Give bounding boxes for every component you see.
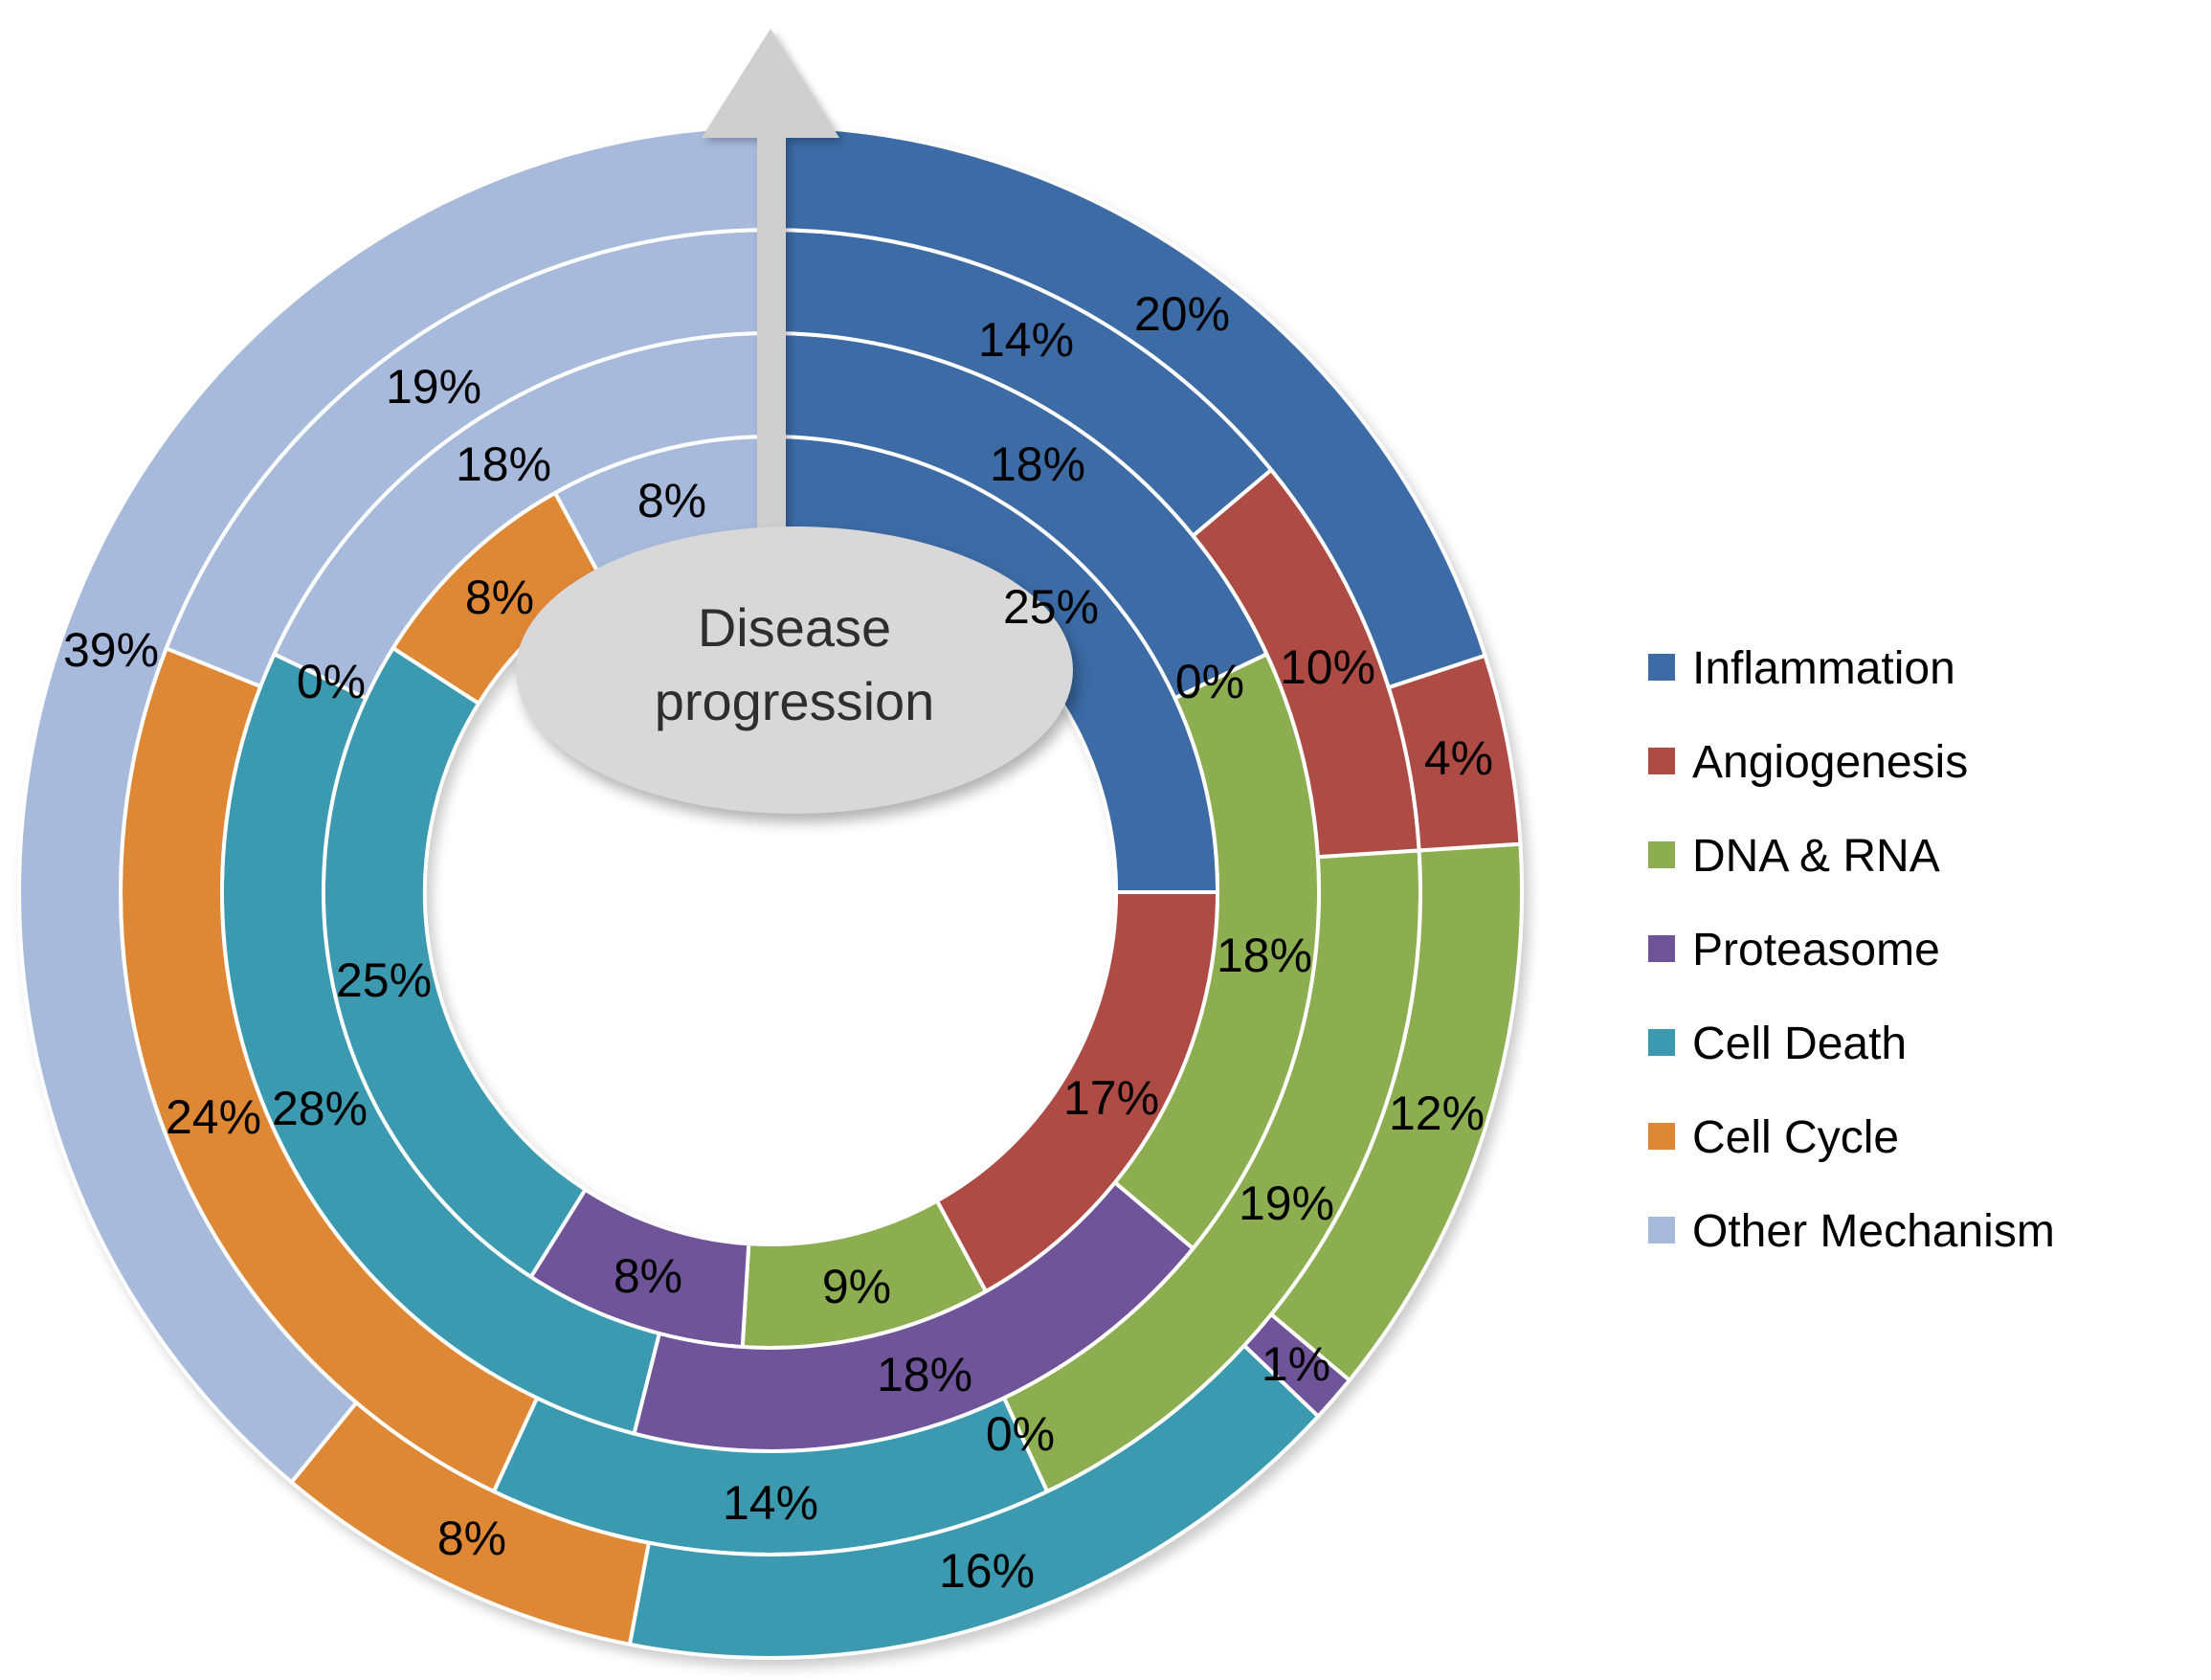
label-ring-3-inflammation: 14% — [978, 313, 1074, 367]
label-ring-2-other-mechanism: 18% — [456, 437, 551, 491]
legend-label-cell-death: Cell Death — [1692, 1019, 1907, 1069]
label-ring-3-cell-death: 14% — [723, 1476, 818, 1530]
center-ellipse — [516, 526, 1073, 814]
legend-label-other-mechanism: Other Mechanism — [1692, 1206, 2055, 1257]
legend-label-angiogenesis: Angiogenesis — [1692, 737, 1968, 788]
label-ring-1-innermost-cell-death: 25% — [336, 953, 432, 1007]
label-ring-4-outermost-angiogenesis: 4% — [1424, 731, 1493, 785]
label-ring-4-outermost-inflammation: 20% — [1134, 287, 1230, 341]
arrow-shaft-icon — [757, 124, 786, 538]
arrow-up-icon — [702, 29, 839, 138]
label-ring-4-outermost-other-mechanism: 39% — [63, 623, 159, 677]
legend-item-cell-death: Cell Death — [1648, 1019, 1907, 1069]
label-ring-1-innermost-dna-rna: 9% — [822, 1260, 891, 1313]
legend-item-cell-cycle: Cell Cycle — [1648, 1112, 1899, 1163]
label-ring-1-innermost-inflammation: 25% — [1003, 580, 1099, 634]
label-ring-2-dna-rna: 18% — [1217, 929, 1312, 982]
legend-item-proteasome: Proteasome — [1648, 925, 1940, 975]
label-ring-3-cell-cycle: 24% — [166, 1090, 261, 1144]
legend-swatch-cell-death-icon — [1648, 1029, 1675, 1056]
legend-swatch-other-mechanism-icon — [1648, 1217, 1675, 1243]
label-ring-3-angiogenesis: 10% — [1280, 640, 1375, 694]
center-label-line-1: Disease — [698, 597, 891, 658]
label-ring-4-outermost-dna-rna: 12% — [1389, 1086, 1485, 1140]
label-ring-2-angiogenesis: 0% — [1175, 655, 1244, 708]
label-ring-2-cell-cycle: 0% — [297, 655, 366, 708]
legend-swatch-proteasome-icon — [1648, 935, 1675, 962]
segment-labels: 25% 17% 9% 8% 25% 8% 8% 18% 0% 18% 18% 28% 0% 18% 14% 1… — [63, 287, 1493, 1598]
label-ring-4-outermost-proteasome: 1% — [1262, 1337, 1330, 1391]
legend-label-cell-cycle: Cell Cycle — [1692, 1112, 1899, 1163]
label-ring-1-innermost-proteasome: 8% — [614, 1249, 682, 1303]
legend-item-angiogenesis: Angiogenesis — [1648, 737, 1968, 788]
legend-swatch-dna-rna-icon — [1648, 841, 1675, 868]
legend-item-other-mechanism: Other Mechanism — [1648, 1206, 2055, 1257]
legend-swatch-angiogenesis-icon — [1648, 748, 1675, 774]
center-label-line-2: progression — [655, 671, 935, 731]
legend-label-proteasome: Proteasome — [1692, 925, 1940, 975]
label-ring-1-innermost-other-mechanism: 8% — [637, 474, 706, 527]
label-ring-3-proteasome: 0% — [986, 1407, 1055, 1461]
legend-swatch-inflammation-icon — [1648, 654, 1675, 681]
label-ring-3-dna-rna: 19% — [1239, 1176, 1334, 1230]
label-ring-2-inflammation: 18% — [990, 437, 1085, 491]
legend-swatch-cell-cycle-icon — [1648, 1123, 1675, 1150]
legend-item-inflammation: Inflammation — [1648, 643, 1955, 694]
disease-progression-arrow — [702, 29, 839, 538]
legend-label-inflammation: Inflammation — [1692, 643, 1955, 694]
label-ring-2-proteasome: 18% — [877, 1348, 972, 1401]
label-ring-1-innermost-cell-cycle: 8% — [465, 571, 534, 624]
legend-label-dna-rna: DNA & RNA — [1692, 831, 1940, 882]
label-ring-4-outermost-cell-cycle: 8% — [437, 1512, 506, 1565]
label-ring-3-other-mechanism: 19% — [386, 360, 481, 414]
legend-item-dna-rna: DNA & RNA — [1648, 831, 1940, 882]
label-ring-4-outermost-cell-death: 16% — [939, 1544, 1035, 1598]
label-ring-2-cell-death: 28% — [272, 1082, 368, 1135]
label-ring-1-innermost-angiogenesis: 17% — [1063, 1071, 1159, 1125]
